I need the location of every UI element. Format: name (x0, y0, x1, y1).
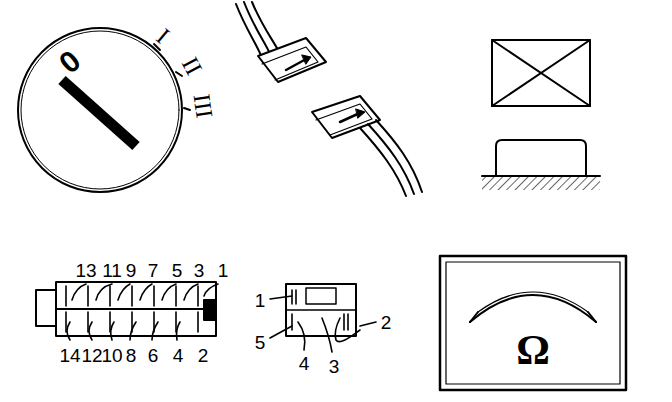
pin-number: 6 (148, 346, 159, 365)
pin-number: 5 (255, 333, 266, 352)
position-mark: I (152, 24, 174, 48)
pin-number: 3 (329, 357, 340, 376)
fourteen-pin-connector (36, 282, 218, 340)
pin-number: 4 (299, 354, 310, 373)
pin-number: 4 (173, 346, 184, 365)
position-mark: III (189, 92, 216, 119)
disconnected-component (482, 40, 600, 190)
ohm-symbol: Ω (516, 329, 550, 371)
pin-number: 1 (255, 291, 266, 310)
pin-number: 10 (101, 346, 122, 365)
position-mark: 0 (54, 45, 86, 79)
pin-number: 12 (81, 346, 102, 365)
pin-number: 9 (126, 261, 137, 280)
pin-number: 1 (218, 261, 229, 280)
pin-number: 14 (59, 346, 80, 365)
pin-number: 2 (198, 346, 209, 365)
ohmmeter-symbol (440, 256, 626, 390)
pin-number: 3 (194, 261, 205, 280)
pin-number: 2 (381, 313, 392, 332)
ignition-switch (18, 28, 190, 192)
pin-number: 11 (102, 261, 122, 280)
pin-number: 7 (148, 261, 159, 280)
pin-number: 8 (126, 346, 137, 365)
five-pin-connector (270, 284, 376, 352)
pin-number: 13 (75, 261, 96, 280)
position-mark: II (178, 53, 207, 78)
plug-connector (236, 2, 422, 196)
pin-number: 5 (172, 261, 183, 280)
